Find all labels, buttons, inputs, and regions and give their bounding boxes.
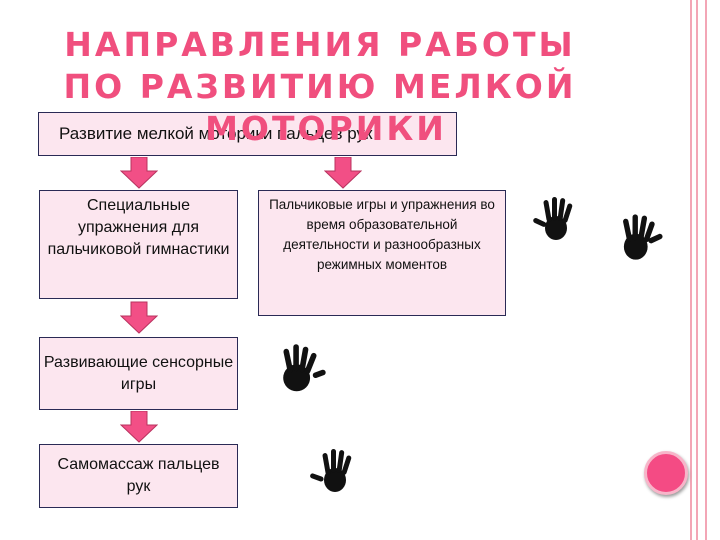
finger-games-label: Пальчиковые игры и упражнения во время о… — [269, 197, 495, 272]
hand-print-icon — [283, 344, 326, 392]
accent-circle — [644, 451, 688, 495]
self-massage-node: Самомассаж пальцев рук — [39, 444, 238, 508]
sensory-games-node: Развивающие сенсорные игры — [39, 337, 238, 410]
special-exercises-label: Специальные упражнения для пальчиковой г… — [47, 197, 230, 258]
edge-stripe — [690, 0, 692, 540]
self-massage-label: Самомассаж пальцев рук — [57, 456, 220, 495]
page-title: НАПРАВЛЕНИЯ РАБОТЫ ПО РАЗВИТИЮ МЕЛКОЙ МО… — [0, 24, 640, 150]
arrow-root-to-special — [120, 157, 158, 189]
title-line-3: МОТОРИКИ — [205, 109, 447, 148]
special-exercises-node: Специальные упражнения для пальчиковой г… — [39, 190, 238, 299]
edge-stripe — [705, 0, 707, 540]
hand-print-icon — [310, 449, 352, 492]
finger-games-node: Пальчиковые игры и упражнения во время о… — [258, 190, 506, 316]
root-node-label: Развитие мелкой моторики пальцев рук — [59, 124, 373, 143]
title-line-1: НАПРАВЛЕНИЯ РАБОТЫ — [64, 25, 576, 64]
arrow-sensory-to-massage — [120, 411, 158, 443]
arrow-root-to-finger-games — [324, 157, 362, 189]
hand-print-icon — [623, 214, 663, 260]
sensory-games-label: Развивающие сенсорные игры — [43, 353, 234, 393]
hand-print-icon — [533, 197, 573, 240]
root-node: Развитие мелкой моторики пальцев рук — [38, 112, 457, 156]
arrow-special-to-sensory — [120, 301, 158, 334]
title-line-2: ПО РАЗВИТИЮ МЕЛКОЙ — [63, 67, 577, 106]
edge-stripe — [696, 0, 698, 540]
